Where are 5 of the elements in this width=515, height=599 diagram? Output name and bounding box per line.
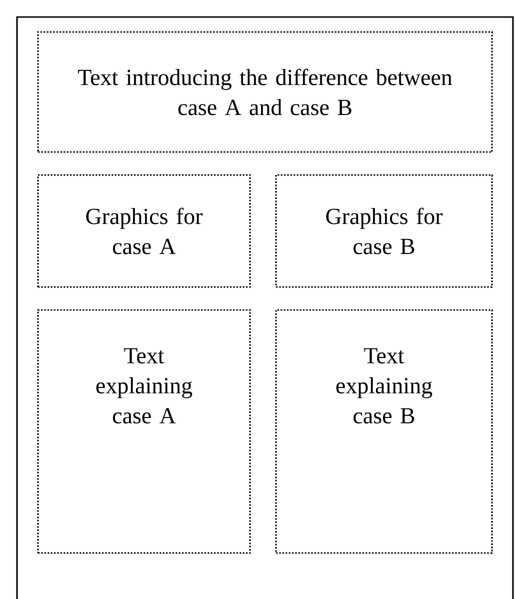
graphics-box: Graphics for case B — [275, 174, 493, 288]
text-box: Text explaining case A — [37, 309, 251, 554]
text-box: Text explaining case B — [275, 309, 493, 554]
text-box: Text introducing the difference between case A and case B — [37, 31, 493, 153]
graphics-box: Graphics for case A — [37, 174, 251, 288]
